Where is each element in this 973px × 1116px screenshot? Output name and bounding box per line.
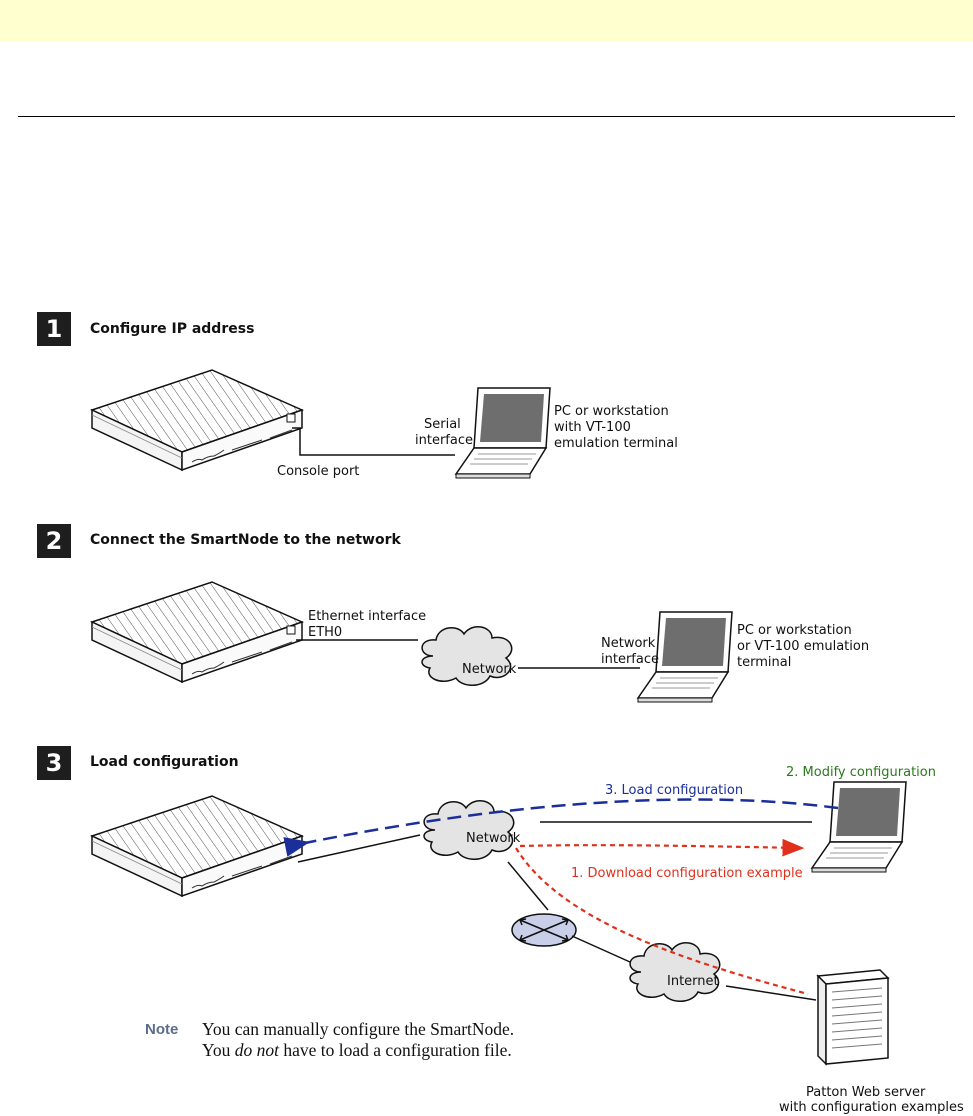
server-icon: [816, 969, 890, 1066]
internet-cloud: [629, 942, 721, 1003]
ethernet-label-1: Ethernet interface: [308, 609, 426, 624]
internet-label: Internet: [667, 974, 719, 989]
download-config-label: 1. Download configuration example: [571, 866, 803, 881]
download-arrow-to-pc: [519, 838, 805, 857]
smartnode-device-1: [91, 369, 303, 471]
network-interface-label-2: interface: [601, 652, 659, 667]
server-label-1: Patton Web server: [806, 1085, 926, 1100]
router-internet-link: [571, 935, 631, 963]
network-cloud-3: [423, 800, 515, 861]
step-1-title: Configure IP address: [90, 321, 255, 337]
note-text-emphasis: do not: [234, 1040, 280, 1060]
step-2-diagram: Ethernet interface ETH0 Network Network …: [91, 581, 869, 703]
internet-server-link: [725, 985, 817, 1001]
smartnode-device-2: [91, 581, 303, 683]
header-rule: [18, 116, 955, 117]
pc-label-1a: PC or workstation: [554, 404, 669, 419]
pc-label-2b: or VT-100 emulation: [737, 639, 869, 654]
network-interface-label-1: Network: [601, 636, 656, 651]
network-label-2: Network: [462, 662, 517, 677]
load-config-arrow: [283, 798, 839, 857]
laptop-3: [811, 781, 907, 873]
step-1-badge: 1: [37, 312, 71, 346]
header-band: [0, 0, 973, 42]
console-port-label: Console port: [277, 464, 359, 479]
network-router-link: [507, 861, 549, 911]
pc-label-2c: terminal: [737, 655, 791, 670]
step-2-badge: 2: [37, 524, 71, 558]
device-network-link: [297, 834, 421, 863]
serial-interface-label-2: interface: [415, 433, 473, 448]
load-config-label: 3. Load configuration: [605, 783, 743, 798]
step-3-badge: 3: [37, 746, 71, 780]
note-text-part-2: have to load a configuration file.: [279, 1040, 512, 1060]
note-text: You can manually configure the SmartNode…: [202, 1019, 532, 1061]
pc-label-1b: with VT-100: [554, 420, 631, 435]
modify-config-label: 2. Modify configuration: [786, 765, 936, 780]
router-icon: [511, 913, 577, 947]
note-label: Note: [145, 1021, 179, 1038]
note-text-part-1: You can manually configure the SmartNode…: [202, 1019, 515, 1060]
serial-cable: [292, 427, 455, 456]
step-3-title: Load configuration: [90, 754, 239, 770]
step-1-diagram: Console port Serial interface PC or work…: [91, 369, 678, 479]
step-3-diagram: Network Internet 3. Load configuration 2…: [91, 765, 964, 1115]
pc-label-2a: PC or workstation: [737, 623, 852, 638]
server-label-2: with configuration examples: [779, 1100, 964, 1115]
serial-interface-label-1: Serial: [424, 417, 461, 432]
download-arrow-from-server: [515, 847, 809, 996]
smartnode-device-3: [91, 795, 303, 897]
pc-label-1c: emulation terminal: [554, 436, 678, 451]
step-2-title: Connect the SmartNode to the network: [90, 532, 401, 548]
network-label-3: Network: [466, 831, 521, 846]
ethernet-label-2: ETH0: [308, 625, 342, 640]
